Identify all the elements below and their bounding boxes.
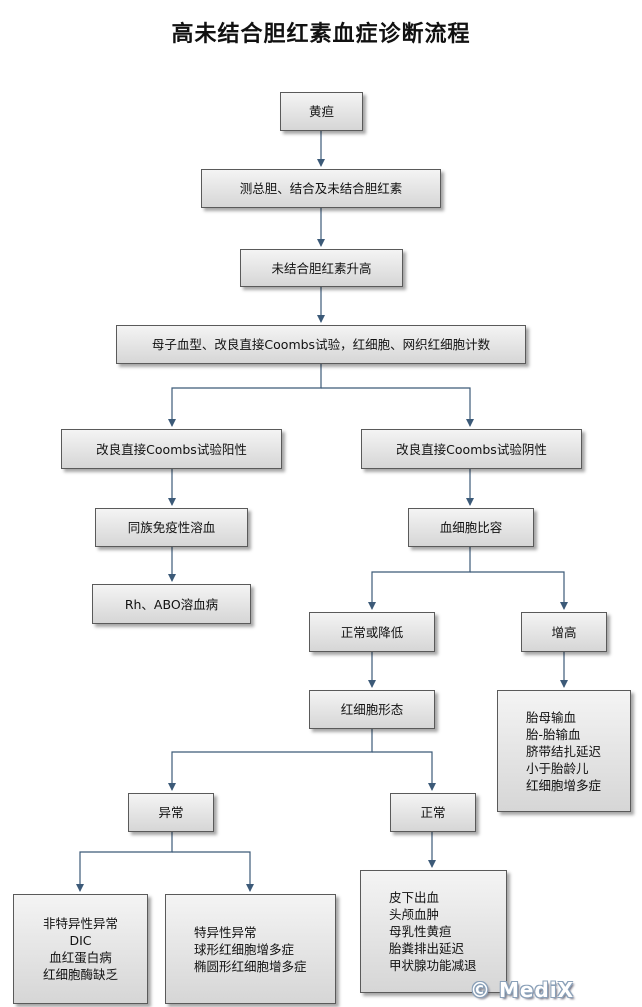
page-title: 高未结合胆红素血症诊断流程 xyxy=(171,22,471,47)
node-coombs-negative: 改良直接Coombs试验阴性 xyxy=(361,429,582,469)
node-abnormal: 异常 xyxy=(128,793,214,832)
cause-item: 小于胎龄儿 xyxy=(526,760,589,776)
node-coombs-positive-label: 改良直接Coombs试验阳性 xyxy=(96,441,247,457)
normal-cause-item: 胎粪排出延迟 xyxy=(389,941,465,956)
node-measure-bilirubin-label: 测总胆、结合及未结合胆红素 xyxy=(239,181,403,196)
nonspecific-item: 非特异性异常 xyxy=(42,916,118,931)
node-coombs-negative-label: 改良直接Coombs试验阴性 xyxy=(396,441,547,457)
node-increased-causes: 胎母输血 胎-胎输血 脐带结扎延迟 小于胎龄儿 红细胞增多症 xyxy=(497,690,631,812)
node-tests-label: 母子血型、改良直接Coombs试验，红细胞、网织红细胞计数 xyxy=(151,337,491,352)
cause-item: 胎母输血 xyxy=(526,709,577,725)
nonspecific-item: 红细胞酶缺乏 xyxy=(42,967,118,982)
node-hematocrit-label: 血细胞比容 xyxy=(439,520,503,535)
node-rh-abo: Rh、ABO溶血病 xyxy=(92,584,251,624)
cause-item: 脐带结扎延迟 xyxy=(526,743,602,759)
edge-morph-abnormal xyxy=(168,729,373,791)
normal-cause-item: 母乳性黄疸 xyxy=(389,924,452,939)
normal-cause-item: 头颅血肿 xyxy=(389,907,440,922)
edge-tests-split xyxy=(168,364,322,427)
edge-morph-normal xyxy=(372,751,436,791)
node-unconjugated-high: 未结合胆红素升高 xyxy=(240,249,403,287)
normal-cause-item: 皮下出血 xyxy=(389,890,440,905)
edge-abnormal-nonspecific xyxy=(76,832,173,892)
node-tests: 母子血型、改良直接Coombs试验，红细胞、网织红细胞计数 xyxy=(116,325,526,364)
node-hematocrit: 血细胞比容 xyxy=(408,508,534,547)
node-normal-causes: 皮下出血 头颅血肿 母乳性黄疸 胎粪排出延迟 甲状腺功能减退 xyxy=(360,870,507,993)
cause-item: 胎-胎输血 xyxy=(526,726,581,742)
specific-item: 椭圆形红细胞增多症 xyxy=(194,958,307,974)
node-rh-abo-label: Rh、ABO溶血病 xyxy=(124,596,219,612)
node-specific: 特异性异常 球形红细胞增多症 椭圆形红细胞增多症 xyxy=(165,894,336,1004)
node-increased-label: 增高 xyxy=(551,624,577,640)
node-normal-or-low: 正常或降低 xyxy=(309,612,435,652)
node-increased: 增高 xyxy=(521,612,607,652)
node-jaundice: 黄疸 xyxy=(280,92,363,131)
edge-tests-split-right xyxy=(321,387,474,427)
node-nonspecific: 非特异性异常 DIC 血红蛋白病 红细胞酶缺乏 xyxy=(13,894,148,1004)
node-isoimmune-hemolysis: 同族免疫性溶血 xyxy=(95,508,248,547)
node-unconjugated-high-label: 未结合胆红素升高 xyxy=(271,260,372,276)
node-normal-label: 正常 xyxy=(420,805,446,820)
specific-item: 特异性异常 xyxy=(194,924,257,940)
cause-item: 红细胞增多症 xyxy=(526,777,602,793)
node-isoimmune-hemolysis-label: 同族免疫性溶血 xyxy=(127,520,216,535)
watermark: © MediX xyxy=(470,978,575,1002)
node-rbc-morphology-label: 红细胞形态 xyxy=(340,702,404,717)
node-abnormal-label: 异常 xyxy=(158,805,184,820)
nonspecific-item: DIC xyxy=(69,933,92,948)
node-normal-or-low-label: 正常或降低 xyxy=(340,624,404,640)
node-measure-bilirubin: 测总胆、结合及未结合胆红素 xyxy=(201,169,441,208)
edge-hct-normallow xyxy=(368,547,471,610)
normal-cause-item: 甲状腺功能减退 xyxy=(389,958,477,973)
node-rbc-morphology: 红细胞形态 xyxy=(309,690,435,729)
node-jaundice-label: 黄疸 xyxy=(308,104,334,119)
node-normal: 正常 xyxy=(390,793,476,832)
specific-item: 球形红细胞增多症 xyxy=(194,941,295,957)
node-coombs-positive: 改良直接Coombs试验阳性 xyxy=(61,429,282,469)
nonspecific-item: 血红蛋白病 xyxy=(49,950,112,965)
edge-hct-increased xyxy=(470,571,568,610)
edge-abnormal-specific xyxy=(172,851,254,892)
